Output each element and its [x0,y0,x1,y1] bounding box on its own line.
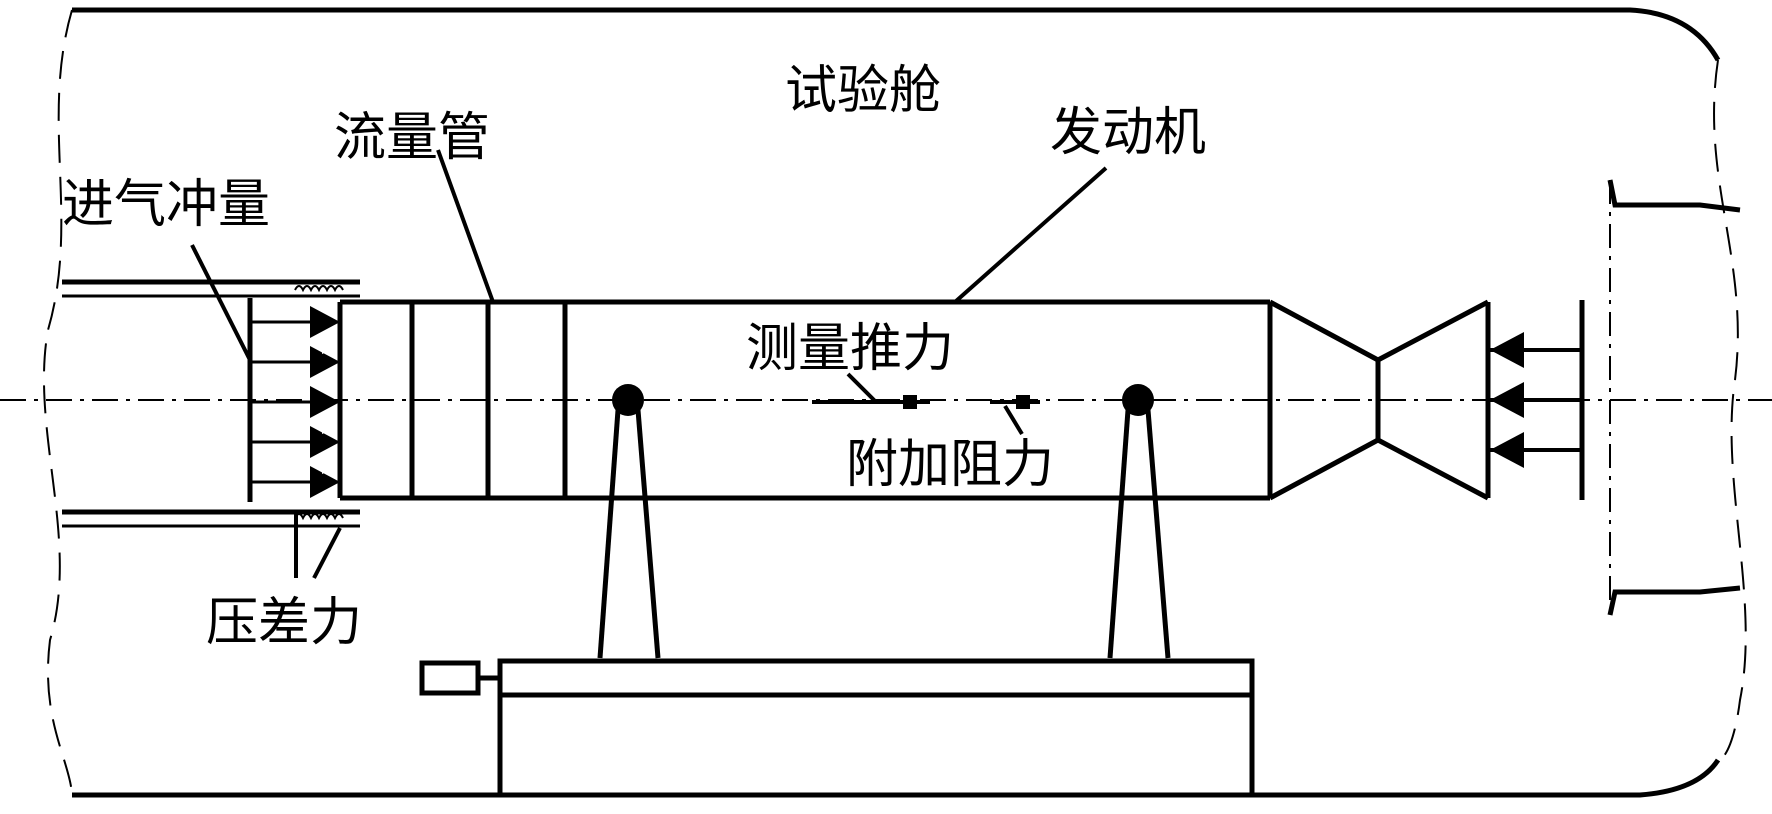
nozzle [1268,299,1491,501]
leader-engine [953,166,1108,304]
back-pressure-arrows [1490,300,1585,500]
leader-additional-drag [1003,404,1024,436]
label-pressure-diff-force: 压差力 [206,593,362,653]
top-seal-spring [294,285,344,293]
inlet-momentum-arrows [247,298,340,502]
bottom-seal-spring [294,513,344,521]
left-break-line [42,9,73,796]
load-cell-box [419,660,481,696]
leader-inlet-momentum [190,244,252,361]
leader-measured-thrust [846,372,878,404]
thrust-stand [419,658,1255,795]
right-break-line [1713,59,1747,761]
label-engine: 发动机 [1050,103,1206,163]
label-additional-drag: 附加阻力 [846,435,1054,495]
leader-flow-tube [436,149,495,303]
front-pivot [612,384,644,416]
label-measured-thrust: 测量推力 [746,319,954,379]
support-pivots [612,384,1154,416]
label-test-chamber: 试验舱 [785,61,941,121]
test-chamber-walls [72,7,1721,798]
chamber-bottom-wall [72,758,1721,798]
engine-body [337,299,1273,501]
leader-lines [190,149,1108,579]
label-inlet-momentum: 进气冲量 [62,175,270,235]
chamber-top-wall [72,7,1721,62]
seal-springs [294,285,344,521]
thrust-linkage [812,395,1040,409]
chamber-break-lines [42,9,1747,796]
engine-supports [597,409,1171,659]
exhaust-diffuser [1607,179,1741,616]
leader-pressure-diff-2 [312,527,342,579]
rear-pivot [1122,384,1154,416]
label-flow-tube: 流量管 [334,108,490,168]
